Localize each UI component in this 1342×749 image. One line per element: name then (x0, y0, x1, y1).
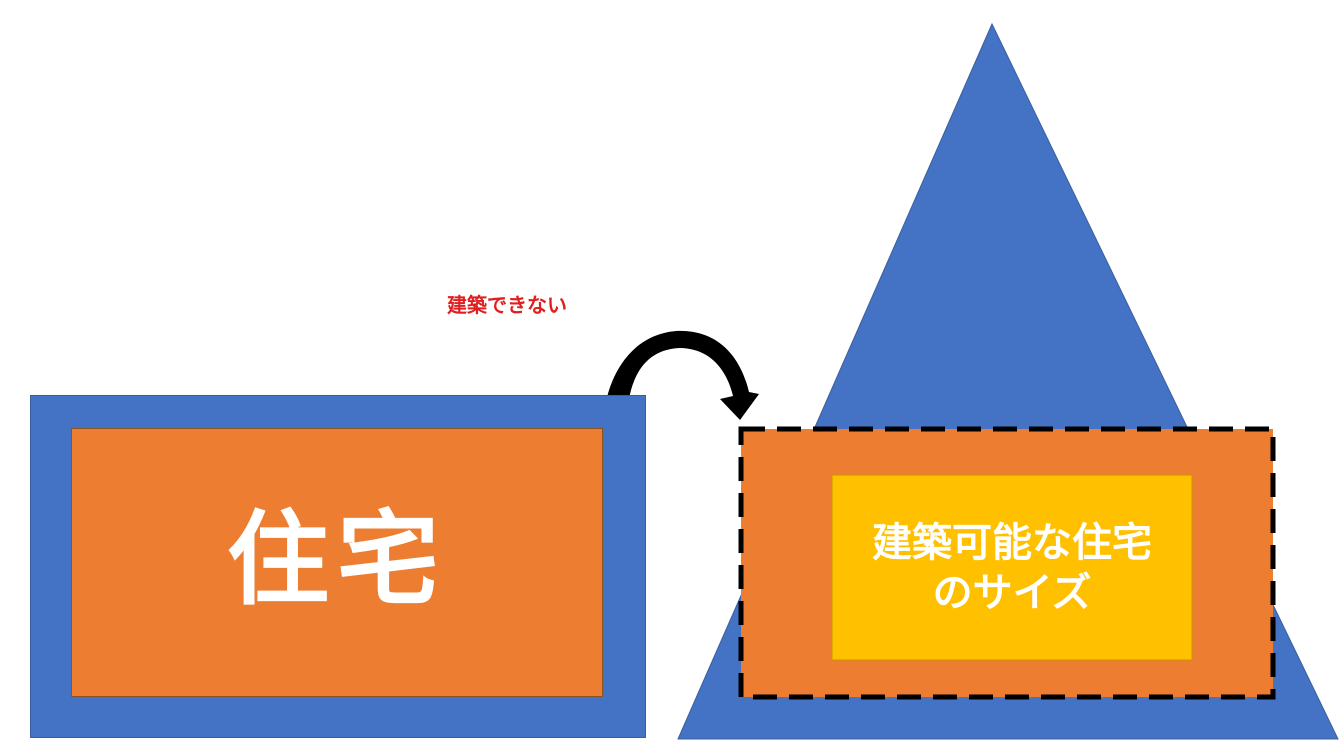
buildable-size-label-line2: のサイズ (932, 569, 1092, 616)
buildable-size-label: 建築可能な住宅 のサイズ (832, 475, 1192, 660)
curved-arrow-icon (604, 330, 759, 420)
house-box: 住宅 (71, 428, 603, 697)
buildable-size-label-line1: 建築可能な住宅 (872, 519, 1152, 566)
cannot-build-label: 建築できない (447, 293, 567, 317)
buildable-area-box (831, 474, 1193, 661)
house-label: 住宅 (227, 500, 447, 620)
